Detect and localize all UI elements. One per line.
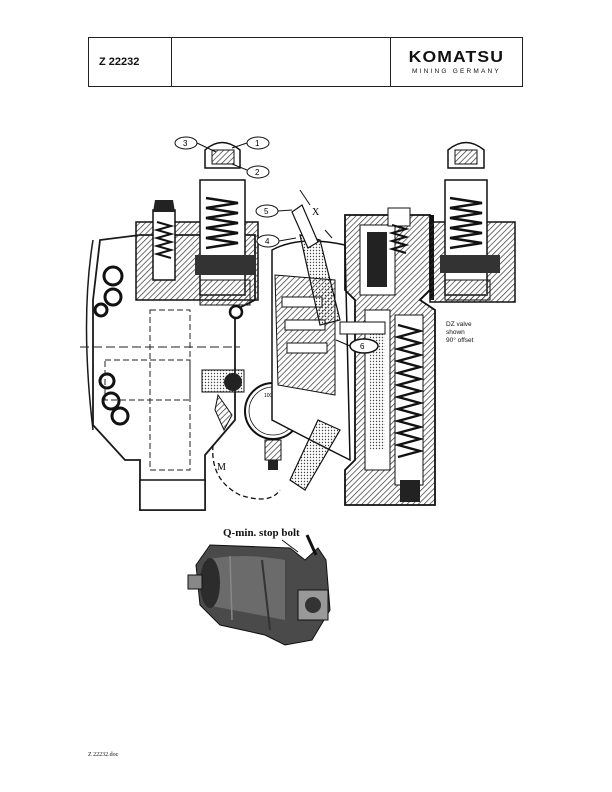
callout-6: 6 bbox=[360, 342, 365, 351]
callouts: 3 1 2 5 4 6 X M bbox=[174, 136, 379, 473]
callout-5: 5 bbox=[264, 207, 269, 216]
right-dz-valve bbox=[429, 141, 516, 303]
gauge-port-assembly bbox=[201, 369, 281, 500]
callout-4: 4 bbox=[265, 237, 270, 246]
pump-photo bbox=[187, 534, 331, 646]
komatsu-logo: KOMATSU MINING GERMANY bbox=[391, 38, 522, 86]
callout-3: 3 bbox=[183, 139, 188, 148]
header-box: Z 22232 KOMATSU MINING GERMANY bbox=[88, 37, 523, 87]
dz-note-line-1: DZ valve bbox=[446, 321, 472, 328]
central-swash-section bbox=[271, 204, 351, 491]
footer-filename: Z 22232.doc bbox=[88, 752, 119, 758]
dz-note-line-3: 90° offset bbox=[446, 337, 474, 344]
dz-note-line-2: shown bbox=[446, 329, 465, 336]
right-valve-body bbox=[339, 207, 436, 506]
port-m-label: M bbox=[217, 462, 226, 473]
header-title-cell bbox=[172, 38, 391, 86]
dz-valve-note: DZ valve shown 90° offset bbox=[446, 321, 473, 345]
qmin-stop-bolt-label: Q-min. stop bolt bbox=[223, 527, 300, 539]
gauge-tick-100: 100 bbox=[264, 393, 273, 399]
callout-2: 2 bbox=[255, 168, 260, 177]
callout-1: 1 bbox=[255, 139, 260, 148]
logo-subtitle: MINING GERMANY bbox=[412, 68, 501, 75]
document-number: Z 22232 bbox=[89, 38, 172, 86]
logo-brand: KOMATSU bbox=[408, 49, 505, 66]
dimension-x-label: X bbox=[312, 207, 320, 218]
left-valve-block bbox=[135, 141, 259, 306]
